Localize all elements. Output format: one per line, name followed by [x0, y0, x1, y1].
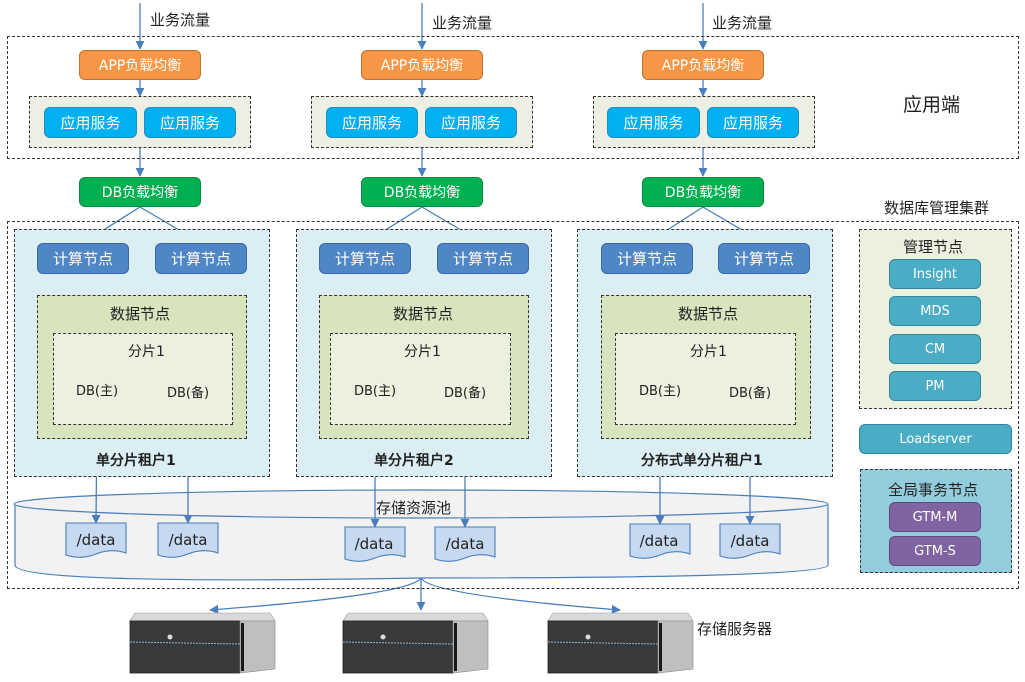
storage-server-side-2	[452, 620, 489, 674]
data-volume-doc-3a	[629, 523, 691, 559]
storage-pool-top	[13, 489, 829, 519]
gtm-master[interactable]: GTM-M	[889, 502, 981, 532]
db-primary-label-3: DB(主)	[638, 383, 682, 399]
data-volume-label-3: /data	[354, 535, 394, 553]
app-service-3b[interactable]: 应用服务	[707, 107, 799, 138]
app-service-2a[interactable]: 应用服务	[326, 107, 418, 138]
storage-server-top-3	[547, 612, 694, 622]
data-node-label-3: 数据节点	[678, 305, 739, 323]
db-standby-label-2: DB(备)	[443, 385, 487, 401]
data-volume-label-4: /data	[445, 535, 485, 553]
db-standby-label-1: DB(备)	[166, 385, 210, 401]
mgmt-pm[interactable]: PM	[889, 371, 981, 401]
data-volume-label-6: /data	[730, 532, 770, 550]
storage-server-front-3	[547, 620, 659, 674]
db-load-balancer-1[interactable]: DB负载均衡	[79, 177, 201, 207]
tenant-label-3: 分布式单分片租户1	[641, 453, 763, 469]
storage-server-handle-1	[241, 623, 244, 671]
management-node-title: 管理节点	[903, 238, 964, 256]
compute-node-2b[interactable]: 计算节点	[437, 243, 529, 274]
storage-server-label: 存储服务器	[697, 620, 773, 638]
pool-to-server-arrow-1	[209, 577, 422, 614]
storage-server-stripe-3	[547, 641, 659, 645]
compute-node-3a[interactable]: 计算节点	[601, 243, 693, 274]
app-service-2b[interactable]: 应用服务	[425, 107, 517, 138]
storage-server-logo-1	[167, 634, 173, 640]
shard-label-1: 分片1	[128, 344, 165, 360]
storage-server-top-2	[342, 612, 489, 622]
storage-server-logo-3	[585, 634, 591, 640]
shard-label-3: 分片1	[690, 344, 727, 360]
storage-server-front-2	[342, 620, 454, 674]
data-volume-doc-3b	[719, 523, 781, 559]
compute-node-3b[interactable]: 计算节点	[718, 243, 810, 274]
db-load-balancer-2[interactable]: DB负载均衡	[361, 177, 483, 207]
storage-server-handle-3	[659, 623, 662, 671]
shard-label-2: 分片1	[404, 344, 441, 360]
shard-group-2	[330, 333, 511, 425]
db-cluster-label: 数据库管理集群	[884, 199, 990, 217]
mgmt-cm[interactable]: CM	[889, 334, 981, 364]
data-volume-label-5: /data	[639, 532, 679, 550]
data-volume-doc-1b	[157, 522, 219, 558]
compute-node-1a[interactable]: 计算节点	[37, 243, 129, 274]
traffic-label-1: 业务流量	[150, 11, 211, 29]
storage-server-front-1	[129, 620, 241, 674]
storage-server-stripe-1	[129, 641, 241, 645]
compute-node-2a[interactable]: 计算节点	[319, 243, 411, 274]
tenant-label-2: 单分片租户2	[374, 453, 454, 469]
app-load-balancer-1[interactable]: APP负载均衡	[79, 50, 201, 80]
shard-group-1	[53, 333, 233, 425]
storage-server-side-3	[657, 620, 694, 674]
storage-server-logo-2	[380, 634, 386, 640]
app-load-balancer-2[interactable]: APP负载均衡	[361, 50, 483, 80]
compute-node-1b[interactable]: 计算节点	[155, 243, 247, 274]
data-node-label-2: 数据节点	[393, 305, 454, 323]
storage-server-top-1	[129, 612, 276, 622]
tenant-label-1: 单分片租户1	[96, 453, 176, 469]
db-cluster-container	[7, 221, 1019, 589]
data-volume-doc-2b	[434, 526, 496, 562]
db-primary-label-2: DB(主)	[353, 383, 397, 399]
gtm-standby[interactable]: GTM-S	[889, 536, 981, 566]
data-node-label-1: 数据节点	[110, 305, 171, 323]
traffic-label-2: 业务流量	[432, 14, 493, 32]
app-service-3a[interactable]: 应用服务	[607, 107, 700, 138]
db-primary-label-1: DB(主)	[75, 383, 119, 399]
mgmt-insight[interactable]: Insight	[889, 259, 981, 289]
storage-server-handle-2	[454, 623, 457, 671]
shard-group-3	[615, 333, 796, 425]
app-side-container	[7, 36, 1019, 159]
loadserver-button[interactable]: Loadserver	[859, 424, 1012, 454]
gtm-node-title: 全局事务节点	[888, 481, 979, 499]
mgmt-mds[interactable]: MDS	[889, 296, 981, 326]
data-volume-label-1: /data	[76, 531, 116, 549]
storage-server-side-1	[239, 620, 276, 674]
db-standby-label-3: DB(备)	[728, 385, 772, 401]
data-volume-doc-2a	[344, 526, 406, 562]
storage-server-stripe-2	[342, 641, 454, 645]
app-load-balancer-3[interactable]: APP负载均衡	[642, 50, 764, 80]
app-service-1b[interactable]: 应用服务	[144, 107, 236, 138]
db-load-balancer-3[interactable]: DB负载均衡	[642, 177, 764, 207]
pool-to-server-arrow-3	[420, 577, 621, 614]
traffic-label-3: 业务流量	[712, 14, 773, 32]
storage-pool-label: 存储资源池	[376, 499, 452, 517]
data-volume-label-2: /data	[168, 531, 208, 549]
app-side-label: 应用端	[903, 94, 961, 116]
app-service-1a[interactable]: 应用服务	[44, 107, 137, 138]
data-volume-doc-1a	[65, 522, 127, 558]
